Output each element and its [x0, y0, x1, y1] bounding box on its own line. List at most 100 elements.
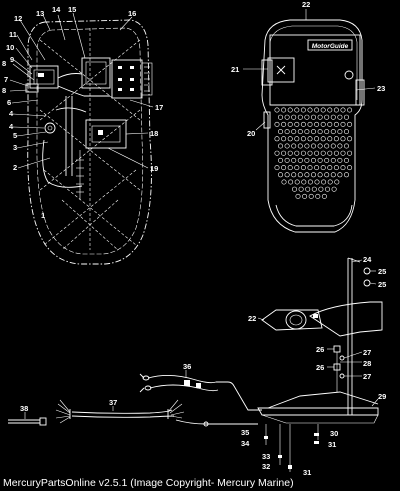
grille-hole	[314, 150, 320, 156]
grille-hole	[277, 114, 283, 120]
grille-hole	[320, 136, 326, 142]
callout-1: 1	[41, 211, 45, 220]
grille-hole	[347, 121, 353, 127]
grille-hole	[274, 107, 280, 113]
callout-13: 13	[36, 9, 44, 18]
grille-hole	[284, 129, 290, 135]
grille-hole	[291, 114, 297, 120]
grille-hole	[281, 150, 287, 156]
grille-hole	[347, 150, 353, 156]
grille-hole	[347, 107, 353, 113]
cable-assemblies	[8, 370, 262, 427]
grille-hole	[333, 150, 339, 156]
grille-hole	[281, 107, 287, 113]
grille-hole	[343, 143, 349, 149]
callout-12: 12	[14, 14, 22, 23]
grille-hole	[327, 165, 333, 171]
grille-hole	[343, 129, 349, 135]
grille-hole	[304, 129, 310, 135]
grille-hole	[304, 157, 310, 163]
grille-hole	[320, 165, 326, 171]
grille-hole	[281, 121, 287, 127]
grille-hole	[277, 143, 283, 149]
grille-hole	[330, 143, 336, 149]
grille-hole	[274, 121, 280, 127]
grille-hole	[287, 150, 293, 156]
grille-hole	[310, 114, 316, 120]
grille-hole	[294, 179, 300, 185]
brand-badge: MotorGuide	[312, 43, 349, 50]
grille-hole	[297, 114, 303, 120]
grille-hole	[291, 186, 297, 192]
grille-hole	[330, 157, 336, 163]
grille-hole	[315, 193, 321, 199]
grille-hole	[291, 172, 297, 178]
grille-hole	[340, 150, 346, 156]
grille-hole	[317, 114, 323, 120]
grille-hole	[310, 143, 316, 149]
grille-hole	[307, 136, 313, 142]
grille-hole	[343, 114, 349, 120]
grille-hole	[307, 107, 313, 113]
grille-hole	[317, 172, 323, 178]
grille-hole	[334, 179, 340, 185]
grille-hole	[327, 179, 333, 185]
grille-hole	[314, 179, 320, 185]
callout-27b: 27	[363, 372, 371, 381]
callout-29: 29	[378, 392, 386, 401]
callout-25b: 25	[378, 280, 386, 289]
grille-hole	[301, 179, 307, 185]
callout-4b: 4	[9, 122, 14, 131]
grille-hole	[284, 114, 290, 120]
grille-hole	[318, 186, 324, 192]
grille-hole	[302, 193, 308, 199]
callout-31a: 31	[328, 440, 336, 449]
grille-hole	[317, 143, 323, 149]
callout-4a: 4	[9, 109, 14, 118]
grille-hole	[337, 114, 343, 120]
callout-22b: 22	[248, 314, 256, 323]
callout-18: 18	[150, 129, 158, 138]
grille-hole	[324, 186, 330, 192]
grille-hole	[333, 121, 339, 127]
grille-hole	[300, 121, 306, 127]
grille-hole	[343, 172, 349, 178]
grille-hole	[321, 179, 327, 185]
grille-hole	[321, 193, 327, 199]
grille-hole	[304, 114, 310, 120]
callout-7: 7	[4, 75, 8, 84]
grille-hole	[294, 107, 300, 113]
grille-hole	[300, 107, 306, 113]
callout-27a: 27	[363, 348, 371, 357]
grille-hole	[324, 157, 330, 163]
grille-hole	[311, 186, 317, 192]
callout-37: 37	[109, 398, 117, 407]
grille-hole	[284, 172, 290, 178]
grille-hole	[333, 165, 339, 171]
right-leader-lines	[243, 9, 376, 131]
grille-hole	[307, 150, 313, 156]
grille-hole	[304, 143, 310, 149]
grille-hole	[297, 129, 303, 135]
grille-hole	[304, 172, 310, 178]
callout-30: 30	[330, 429, 338, 438]
grille-hole	[340, 107, 346, 113]
grille-hole	[297, 157, 303, 163]
callout-28: 28	[363, 359, 371, 368]
grille-hole	[337, 172, 343, 178]
grille-hole	[297, 143, 303, 149]
callout-34: 34	[241, 439, 250, 448]
callout-23: 23	[377, 84, 385, 93]
grille-hole	[274, 165, 280, 171]
grille-hole	[324, 129, 330, 135]
callout-17: 17	[155, 103, 163, 112]
grille-hole	[307, 121, 313, 127]
grille-hole	[314, 121, 320, 127]
grille-hole	[291, 143, 297, 149]
grille-hole	[330, 172, 336, 178]
grille-hole	[305, 186, 311, 192]
grille-hole	[277, 172, 283, 178]
callout-11: 11	[9, 30, 17, 39]
copyright-footer: MercuryPartsOnline v2.5.1 (Image Copyrig…	[3, 477, 294, 489]
